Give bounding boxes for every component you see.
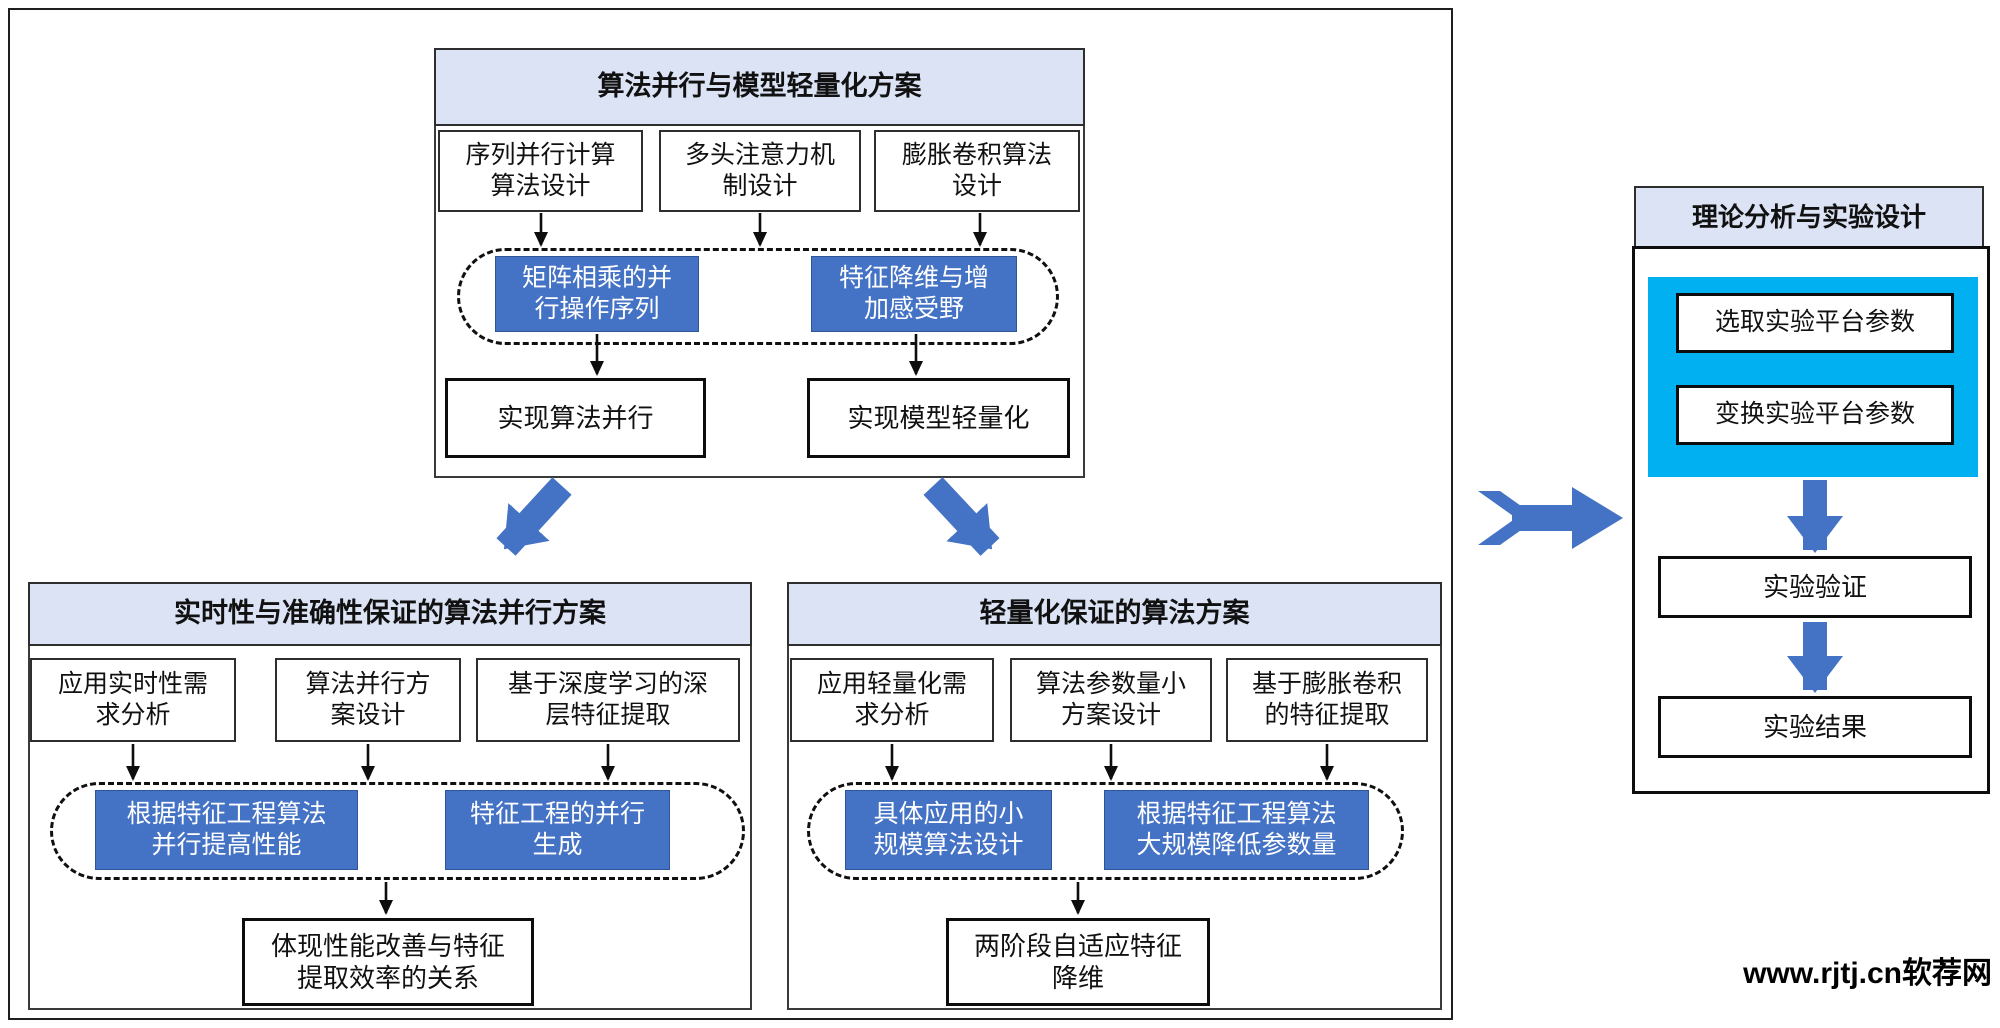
top-output-box-2: 实现模型轻量化 [807,378,1070,458]
middle-section-title: 轻量化保证的算法方案 [787,582,1442,646]
right-section-title: 理论分析与实验设计 [1634,186,1984,248]
top-process-box-2: 特征降维与增 加感受野 [811,256,1017,332]
top-input-box-1: 序列并行计算 算法设计 [438,130,643,212]
chevron-right-arrow-icon [1478,487,1623,549]
top-process-box-1: 矩阵相乘的并 行操作序列 [495,256,699,332]
left-input-box-2: 算法并行方 案设计 [275,658,461,742]
left-section-title: 实时性与准确性保证的算法并行方案 [28,582,752,646]
watermark-text: www.rjtj.cn软荐网 [1743,957,1992,990]
param-box-1: 选取实验平台参数 [1676,293,1954,353]
top-output-box-1: 实现算法并行 [445,378,706,458]
top-input-box-2: 多头注意力机 制设计 [659,130,861,212]
experiment-verify-box: 实验验证 [1658,556,1972,618]
left-process-stadium [50,782,745,880]
left-input-box-1: 应用实时性需 求分析 [30,658,236,742]
middle-input-box-3: 基于膨胀卷积 的特征提取 [1226,658,1428,742]
left-process-box-2: 特征工程的并行 生成 [445,790,670,870]
top-process-stadium [457,248,1059,345]
outer-frame [8,8,1453,1020]
left-output-box: 体现性能改善与特征 提取效率的关系 [242,918,534,1006]
top-input-box-3: 膨胀卷积算法 设计 [874,130,1080,212]
left-process-box-1: 根据特征工程算法 并行提高性能 [95,790,358,870]
middle-process-box-2: 根据特征工程算法 大规模降低参数量 [1104,790,1369,870]
top-section-title: 算法并行与模型轻量化方案 [434,48,1085,126]
middle-process-box-1: 具体应用的小 规模算法设计 [845,790,1052,870]
experiment-result-box: 实验结果 [1658,696,1972,758]
left-input-box-3: 基于深度学习的深 层特征提取 [476,658,740,742]
middle-process-stadium [807,782,1404,880]
param-box-2: 变换实验平台参数 [1676,385,1954,445]
middle-output-box: 两阶段自适应特征 降维 [946,918,1210,1006]
middle-input-box-1: 应用轻量化需 求分析 [790,658,994,742]
middle-input-box-2: 算法参数量小 方案设计 [1010,658,1212,742]
